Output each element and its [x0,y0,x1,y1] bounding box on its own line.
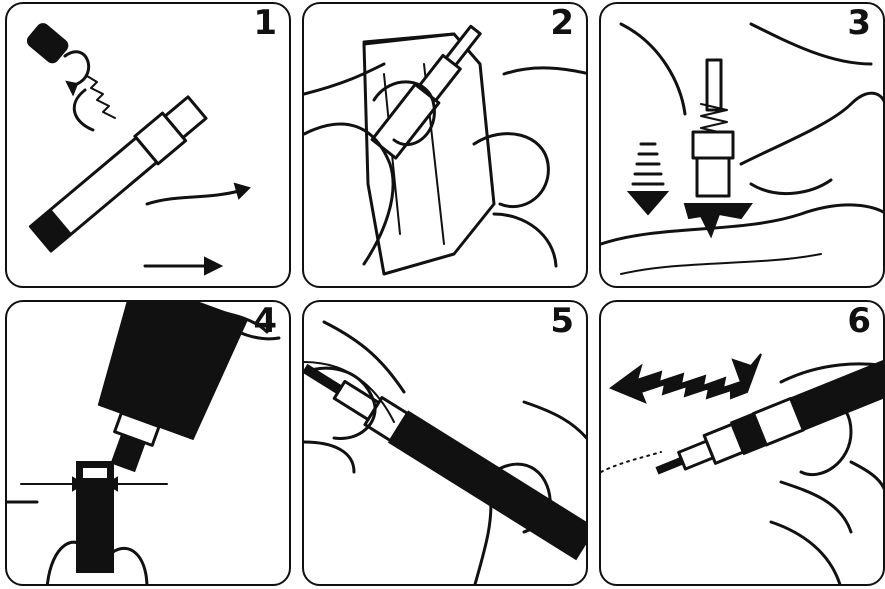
pen-body [29,94,208,253]
step-1-illustration [7,4,291,288]
step-4-illustration [7,302,291,586]
cartridge [77,462,113,572]
rotate-arrow-2 [74,90,93,130]
nib-assembly [685,60,751,236]
hand [621,24,685,114]
step-5-panel: 5 [302,300,588,586]
shake-arrow [611,354,761,402]
step-4-panel: 4 [5,300,291,586]
step-6-illustration [601,302,885,586]
step-3-illustration [601,4,885,288]
rotate-arrow [65,52,89,84]
press-down-arrow [629,144,667,214]
pen-cap [25,22,69,65]
step-2-panel: 2 [302,2,588,288]
step-6-panel: 6 [599,300,885,586]
step-2-illustration [304,4,588,288]
step-1-panel: 1 [5,2,291,288]
step-3-panel: 3 [599,2,885,288]
finger [474,134,548,207]
tissue [364,34,494,274]
step-5-illustration [304,302,588,586]
